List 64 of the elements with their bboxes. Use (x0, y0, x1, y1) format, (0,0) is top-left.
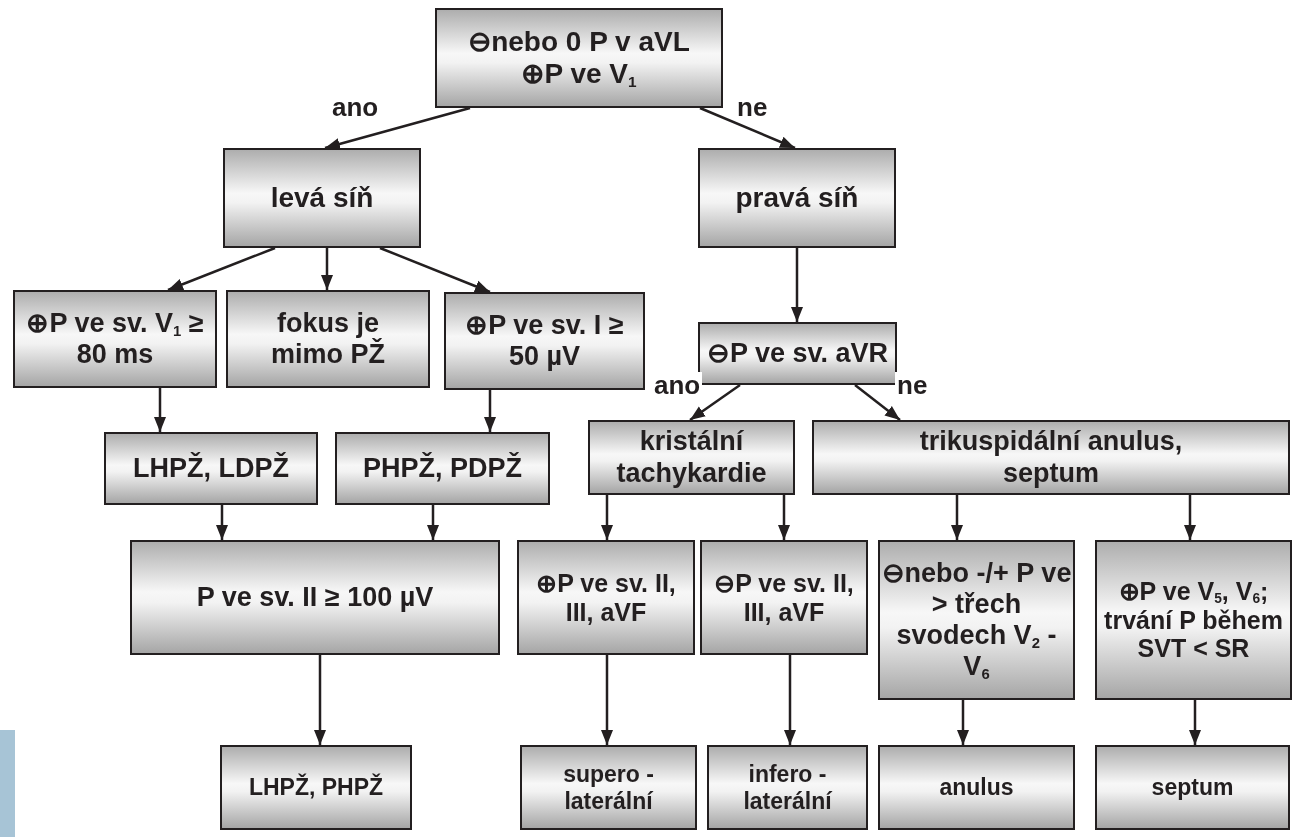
flow-box (700, 540, 868, 655)
arrow (699, 106, 796, 150)
arrow (791, 248, 803, 322)
box-text: trikuspidální anulus, septum (918, 426, 1184, 489)
flow-box (13, 290, 217, 388)
flow-box (1095, 745, 1290, 830)
box-text: supero - laterální (562, 761, 655, 814)
box-text: ⊕P ve V$_{5}$, V$_{6}$; trvání P během SVT < SR (1103, 576, 1284, 664)
box-text: fokus je mimo PŽ (270, 307, 386, 371)
box-text: levá síň (270, 181, 374, 215)
arrow (314, 655, 326, 745)
flow-box (1095, 540, 1292, 700)
arrow (601, 655, 613, 745)
box-text: ⊕P ve sv. V$_{1}$ ≥ 80 ms (25, 307, 205, 371)
flow-box (220, 745, 412, 830)
box-text: P ve sv. II ≥ 100 µV (196, 581, 434, 613)
flow-box (707, 745, 868, 830)
arrow (324, 106, 471, 150)
box-text: ⊖nebo -/+ P ve > třech svodech V$_{2}$ - V$_{6}$ (881, 557, 1072, 683)
arrow (484, 390, 496, 432)
flow-box (435, 8, 723, 108)
flow-box (444, 292, 645, 390)
flow-box (878, 540, 1075, 700)
arrow (427, 505, 439, 540)
box-text: ⊖P ve sv. II, III, aVF (713, 568, 855, 627)
arrow (854, 384, 901, 421)
box-text: infero - laterální (742, 761, 834, 814)
box-text: ⊕P ve sv. I ≥ 50 µV (464, 309, 625, 373)
arrow (216, 505, 228, 540)
arrow (784, 655, 796, 745)
box-text: ⊕P ve V$_{1}$ (521, 58, 637, 91)
flow-box (588, 420, 795, 495)
box-text: kristální tachykardie (615, 426, 768, 489)
flow-box (223, 148, 421, 248)
arrow (1184, 495, 1196, 540)
flow-box (130, 540, 500, 655)
arrow (1189, 700, 1201, 745)
arrow (957, 700, 969, 745)
box-text: PHPŽ, PDPŽ (363, 452, 522, 484)
flow-box (878, 745, 1075, 830)
arrow (154, 388, 166, 432)
arrow (167, 246, 276, 292)
arrow (379, 246, 491, 294)
box-text: ⊕P ve sv. II, III, aVF (535, 568, 677, 627)
flow-box (812, 420, 1290, 495)
box-text: septum (1151, 774, 1234, 801)
arrow (689, 383, 741, 422)
flow-box (698, 322, 897, 385)
box-text: ⊖P ve sv. aVR (706, 337, 889, 369)
arrow (778, 495, 790, 540)
flow-box (226, 290, 430, 388)
box-text: LHPŽ, PHPŽ (248, 774, 384, 801)
flow-box (517, 540, 695, 655)
flow-box (104, 432, 318, 505)
arrow (601, 495, 613, 540)
flow-box (520, 745, 697, 830)
arrow (951, 495, 963, 540)
box-text: anulus (939, 774, 1014, 801)
flow-box (698, 148, 896, 248)
box-text: LHPŽ, LDPŽ (133, 452, 289, 484)
arrow (321, 248, 333, 290)
box-text: pravá síň (735, 181, 859, 215)
box-text: ⊖nebo 0 P v aVL (468, 25, 690, 58)
flow-box (335, 432, 550, 505)
